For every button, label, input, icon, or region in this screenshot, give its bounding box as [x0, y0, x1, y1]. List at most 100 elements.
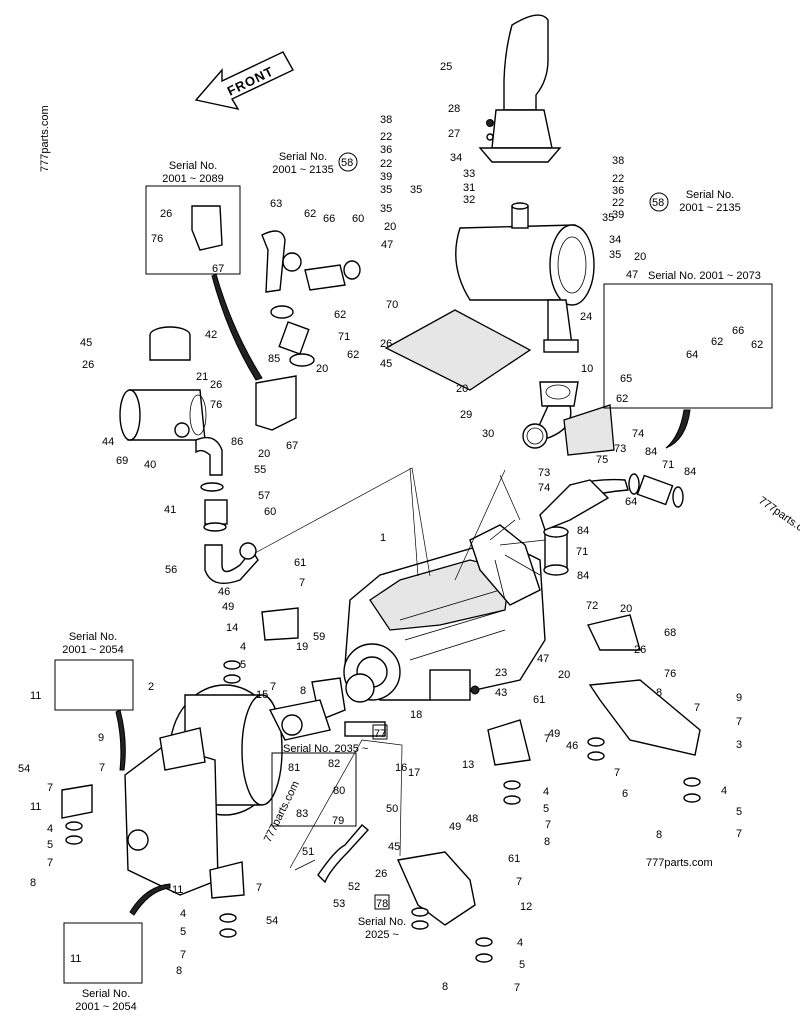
circled-ref-58-left-frame [338, 152, 358, 172]
part-label-15: 15 [256, 689, 268, 701]
part-label-1: 1 [380, 532, 386, 544]
part-label-59: 59 [313, 631, 325, 643]
part-label-34-2: 34 [609, 234, 621, 246]
part-label-26-1: 26 [160, 208, 172, 220]
part-label-85: 85 [268, 353, 280, 365]
part-label-66-1: 66 [323, 213, 335, 225]
part-label-26-3: 26 [210, 379, 222, 391]
air-cleaner [119, 326, 259, 584]
part-label-76-2: 76 [210, 399, 222, 411]
part-label-43: 43 [495, 687, 507, 699]
part-label-56: 56 [165, 564, 177, 576]
part-label-67-2: 67 [286, 440, 298, 452]
part-label-84-4: 84 [684, 466, 696, 478]
serial-2025: Serial No.2025 ~ [358, 916, 406, 941]
part-label-5-5: 5 [736, 806, 742, 818]
part-label-49-3: 49 [548, 728, 560, 740]
part-label-7-7: 7 [256, 882, 262, 894]
part-label-46-1: 46 [218, 586, 230, 598]
part-label-8-5: 8 [656, 687, 662, 699]
boxed-ref-78: 78 [376, 898, 388, 910]
part-label-7-2: 7 [270, 681, 276, 693]
part-label-4-6: 4 [517, 937, 523, 949]
part-label-21: 21 [196, 371, 208, 383]
part-label-45-2: 45 [380, 358, 392, 370]
part-label-11-4: 11 [70, 953, 81, 965]
mount-brackets [261, 607, 701, 926]
part-label-2: 2 [148, 681, 154, 693]
part-label-71-1: 71 [338, 331, 350, 343]
part-label-11-2: 11 [30, 801, 41, 813]
part-label-71-3: 71 [662, 459, 674, 471]
part-label-20-5: 20 [620, 603, 632, 615]
part-label-73-1: 73 [538, 467, 550, 479]
part-label-9-2: 9 [736, 692, 742, 704]
part-label-36-1: 36 [380, 144, 392, 156]
part-label-22-2: 22 [380, 158, 392, 170]
part-label-62-1: 62 [304, 208, 316, 220]
circled-ref-58-left: 58 [341, 157, 353, 169]
part-label-7-3: 7 [99, 762, 105, 774]
muffler [455, 202, 595, 449]
part-label-57: 57 [258, 490, 270, 502]
serial-2001-2135-left: Serial No.2001 ~ 2135 [272, 151, 333, 176]
part-label-30: 30 [482, 428, 494, 440]
part-label-8-2: 8 [30, 877, 36, 889]
part-label-62-2: 62 [334, 309, 346, 321]
part-label-75: 75 [596, 454, 608, 466]
part-label-20-7: 20 [634, 251, 646, 263]
bracket-11-lower [209, 861, 245, 899]
part-label-69: 69 [116, 455, 128, 467]
part-label-4-3: 4 [180, 908, 186, 920]
serial-box-2073 [603, 283, 773, 409]
part-label-13: 13 [462, 759, 474, 771]
part-label-7-14: 7 [736, 828, 742, 840]
part-label-26-4: 26 [380, 338, 392, 350]
part-label-44: 44 [102, 436, 114, 448]
part-label-8-4: 8 [544, 836, 550, 848]
part-label-26-2: 26 [82, 359, 94, 371]
part-label-7-15: 7 [736, 716, 742, 728]
part-label-19: 19 [296, 641, 308, 653]
part-label-47-2: 47 [626, 269, 638, 281]
part-label-41: 41 [164, 504, 176, 516]
part-label-62-4: 62 [711, 336, 723, 348]
part-label-27: 27 [448, 128, 460, 140]
engine [343, 519, 546, 703]
part-label-80: 80 [333, 785, 345, 797]
part-label-7-8: 7 [544, 733, 550, 745]
part-label-84-3: 84 [645, 446, 657, 458]
part-label-62-5: 62 [751, 339, 763, 351]
part-label-64-2: 64 [686, 349, 698, 361]
part-label-47-1: 47 [381, 239, 393, 251]
serial-2001-2054-top: Serial No.2001 ~ 2054 [62, 631, 123, 656]
serial-2001-2089: Serial No.2001 ~ 2089 [162, 160, 223, 185]
watermark-right-edge: 777parts.c [756, 495, 800, 535]
circled-ref-58-right: 58 [652, 197, 664, 209]
part-label-38-2: 38 [612, 155, 624, 167]
part-label-8-7: 8 [442, 981, 448, 993]
part-label-54-1: 54 [18, 763, 30, 775]
hoses-right [543, 473, 684, 576]
part-label-50: 50 [386, 803, 398, 815]
part-label-5-2: 5 [47, 839, 53, 851]
part-label-47-3: 47 [537, 653, 549, 665]
part-label-35-3: 35 [410, 184, 422, 196]
part-label-61-1: 61 [294, 557, 306, 569]
part-label-20-1: 20 [384, 221, 396, 233]
part-label-11-3: 11 [172, 884, 183, 896]
front-arrow: FRONT [194, 51, 294, 111]
part-label-22-1: 22 [380, 131, 392, 143]
part-label-73-2: 73 [614, 443, 626, 455]
part-label-61-3: 61 [508, 853, 520, 865]
part-label-45-1: 45 [80, 337, 92, 349]
bracket-75 [563, 404, 615, 456]
part-label-5-1: 5 [240, 659, 246, 671]
part-label-34-1: 34 [450, 152, 462, 164]
part-label-20-2: 20 [258, 448, 270, 460]
part-label-36-2: 36 [612, 185, 624, 197]
part-label-7-5: 7 [47, 857, 53, 869]
part-label-4-5: 4 [721, 785, 727, 797]
part-label-22-3: 22 [612, 173, 624, 185]
